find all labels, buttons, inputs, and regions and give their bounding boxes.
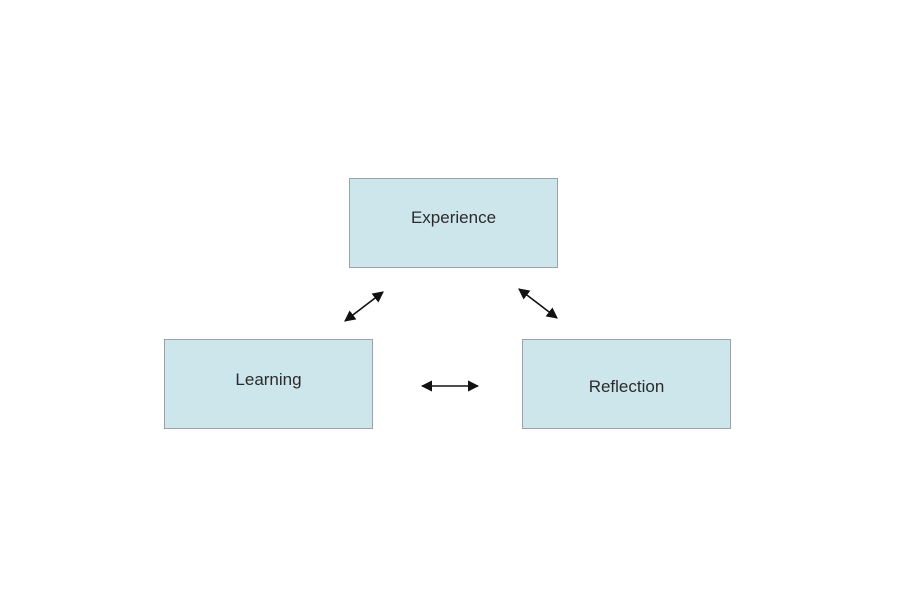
reflection-node: Reflection	[522, 339, 731, 429]
experience-node: Experience	[349, 178, 558, 268]
learning-node: Learning	[164, 339, 373, 429]
reflection-label: Reflection	[588, 377, 665, 396]
learning-label: Learning	[235, 370, 302, 389]
experience-reflection-arrow	[518, 288, 558, 319]
experience-learning-arrow	[344, 291, 384, 322]
experience-label: Experience	[410, 208, 497, 227]
